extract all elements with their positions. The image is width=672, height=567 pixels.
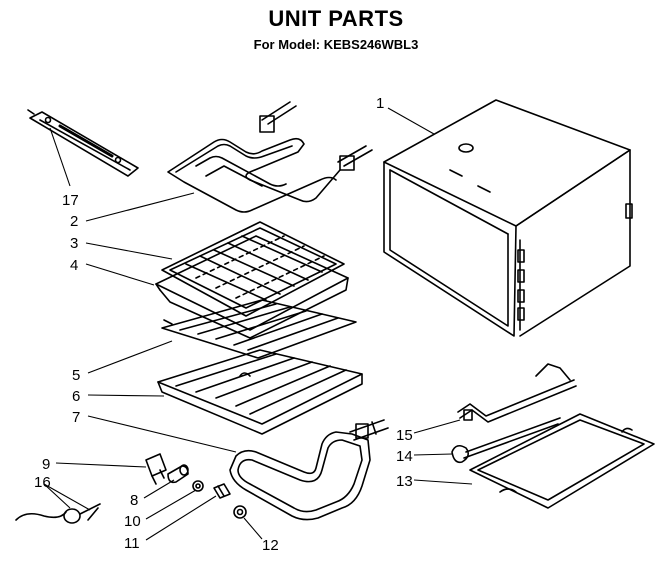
diagram-subtitle: For Model: KEBS246WBL3: [253, 37, 419, 52]
callout-9: 9: [42, 456, 50, 473]
callout-4: 4: [70, 257, 78, 274]
leader-16b: [43, 483, 91, 511]
part-7-bake-element: [229, 419, 389, 521]
part-5-oven-rack: [161, 299, 357, 359]
part-8-sensor: [167, 464, 189, 484]
leader-4: [85, 263, 155, 286]
callout-10: 10: [124, 513, 141, 530]
callout-13: 13: [396, 473, 413, 490]
part-4-broiler-pan: [155, 235, 349, 339]
part-1-oven-liner: [383, 99, 633, 337]
leader-12: [243, 517, 263, 540]
callout-17: 17: [62, 192, 79, 209]
callout-16: 16: [34, 474, 51, 491]
callout-8: 8: [130, 492, 138, 509]
leader-6: [87, 394, 165, 397]
leader-7: [87, 415, 237, 453]
part-3-broiler-grid: [161, 221, 345, 317]
part-12-grommet: [233, 505, 247, 519]
leader-lines: [43, 107, 473, 541]
leader-10: [145, 489, 197, 520]
leader-1: [387, 107, 435, 135]
part-16-wire: [15, 503, 101, 524]
callout-3: 3: [70, 235, 78, 252]
part-15-bracket: [457, 363, 577, 423]
part-13-gasket: [469, 413, 655, 509]
leader-16a: [43, 483, 71, 509]
leader-15: [413, 419, 461, 434]
callout-12: 12: [262, 537, 279, 554]
leader-5: [87, 340, 173, 374]
diagram-title: UNIT PARTS: [268, 6, 404, 31]
callout-2: 2: [70, 213, 78, 230]
callout-6: 6: [72, 388, 80, 405]
leader-13: [413, 479, 473, 485]
callout-5: 5: [72, 367, 80, 384]
leader-14: [413, 453, 453, 456]
callout-15: 15: [396, 427, 413, 444]
part-6-oven-rack: [157, 349, 363, 435]
part-14-clip: [451, 417, 561, 464]
leader-3: [85, 242, 173, 260]
part-2-broil-element: [167, 101, 373, 213]
leader-11: [145, 495, 217, 541]
callout-14: 14: [396, 448, 413, 465]
callout-11: 11: [124, 535, 140, 552]
leader-8: [143, 479, 175, 499]
leader-17: [49, 127, 71, 187]
callout-labels: 17 2 3 4 5 6 7 9 16 8 10 11 12 1 15 14 1…: [34, 95, 413, 554]
part-10-nut: [192, 480, 204, 492]
part-17-bracket: [27, 109, 139, 177]
part-11-terminal: [213, 483, 231, 499]
part-9-switch: [145, 453, 167, 485]
callout-7: 7: [72, 409, 80, 426]
leader-2: [85, 192, 195, 222]
leader-9: [55, 462, 147, 468]
callout-1: 1: [376, 95, 384, 112]
